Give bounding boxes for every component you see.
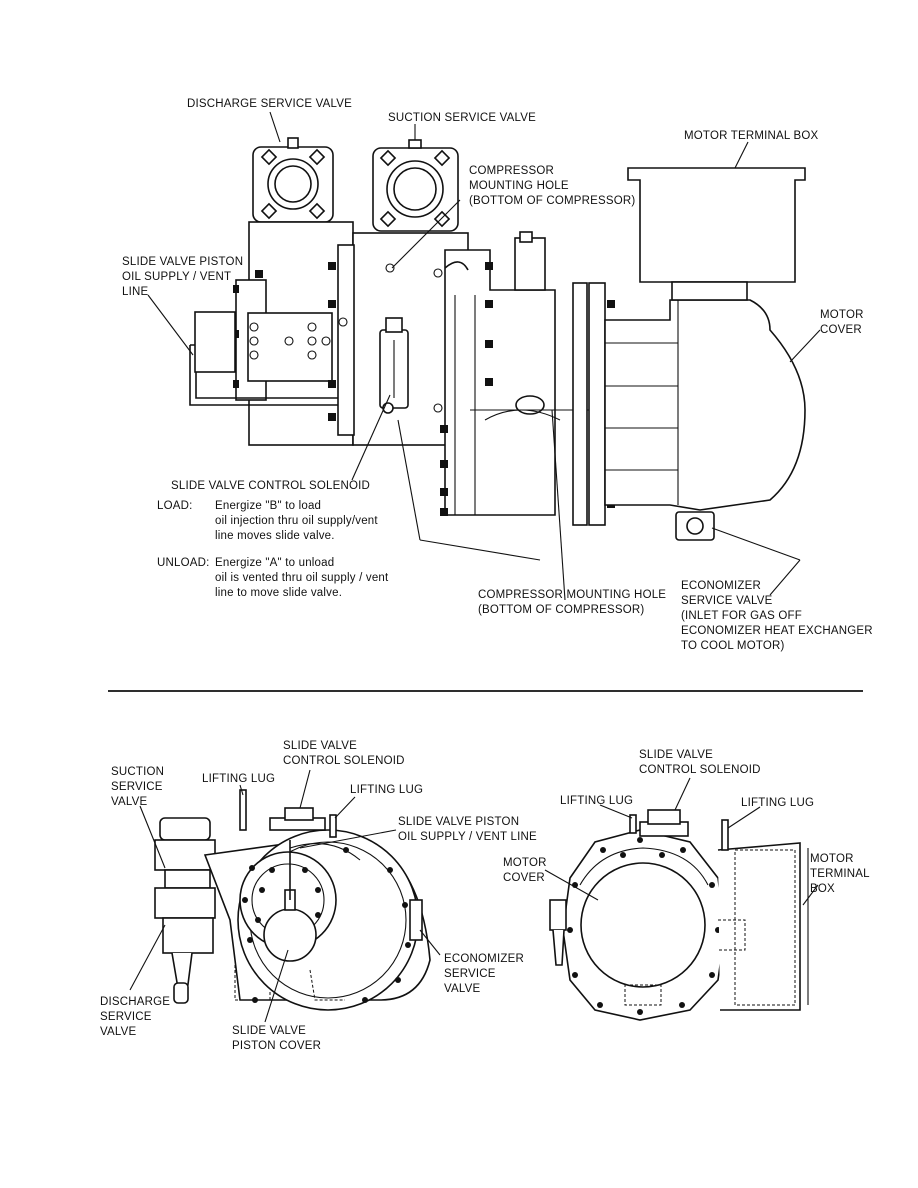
label-slide-valve-piston-l2: OIL SUPPLY / VENT [122, 271, 231, 283]
br-label-terminal-box-l3: BOX [810, 883, 835, 895]
label-slide-valve-piston-l1: SLIDE VALVE PISTON [122, 256, 243, 268]
bl-label-solenoid-l2: CONTROL SOLENOID [283, 755, 405, 767]
label-motor-cover-l1: MOTOR [820, 309, 864, 321]
bl-label-lifting-lug-2: LIFTING LUG [350, 784, 423, 796]
label-unload-text-l2: oil is vented thru oil supply / vent [215, 572, 389, 584]
label-unload-key: UNLOAD: [157, 557, 210, 569]
bl-label-discharge-l2: SERVICE [100, 1011, 152, 1023]
bl-label-piston-line-l2: OIL SUPPLY / VENT LINE [398, 831, 537, 843]
bottom-left-view: SUCTION SERVICE VALVE LIFTING LUG SLIDE … [100, 740, 537, 1052]
discharge-valve-flange [252, 137, 334, 223]
label-unload-text-l3: line to move slide valve. [215, 587, 342, 599]
br-label-solenoid-l1: SLIDE VALVE [639, 749, 713, 761]
label-motor-terminal-box: MOTOR TERMINAL BOX [684, 130, 819, 142]
top-side-view: DISCHARGE SERVICE VALVE SUCTION SERVICE … [122, 98, 873, 652]
br-label-motor-cover-l1: MOTOR [503, 857, 547, 869]
bl-label-discharge-l1: DISCHARGE [100, 996, 170, 1008]
bl-label-suction-l2: SERVICE [111, 781, 163, 793]
label-compressor-mounting-hole-l2: MOUNTING HOLE [469, 180, 569, 192]
economizer-valve-right [549, 899, 567, 931]
label-economizer-l4: ECONOMIZER HEAT EXCHANGER [681, 625, 873, 637]
bl-label-solenoid-l1: SLIDE VALVE [283, 740, 357, 752]
label-compressor-mounting-hole-2-l2: (BOTTOM OF COMPRESSOR) [478, 604, 644, 616]
br-label-terminal-box-l2: TERMINAL [810, 868, 870, 880]
lifting-lug-left [239, 789, 247, 831]
label-compressor-mounting-hole-l3: (BOTTOM OF COMPRESSOR) [469, 195, 635, 207]
bl-label-economizer-l1: ECONOMIZER [444, 953, 524, 965]
suction-valve-flange [372, 139, 459, 232]
slide-valve-control-solenoid-left [284, 807, 314, 821]
label-economizer-l2: SERVICE VALVE [681, 595, 773, 607]
bottom-right-view: SLIDE VALVE CONTROL SOLENOID LIFTING LUG… [503, 749, 870, 1021]
label-slide-valve-control-solenoid: SLIDE VALVE CONTROL SOLENOID [171, 480, 370, 492]
oil-supply-line [189, 345, 383, 406]
bl-label-suction-l3: VALVE [111, 796, 147, 808]
slide-valve-plate [247, 312, 333, 382]
bl-label-piston-cover-l1: SLIDE VALVE [232, 1025, 306, 1037]
lifting-lug-right [329, 814, 337, 838]
lifting-lug-right-1 [629, 814, 637, 834]
bl-label-lifting-lug-1: LIFTING LUG [202, 773, 275, 785]
label-motor-cover-l2: COVER [820, 324, 862, 336]
motor-terminal-box-right [717, 842, 801, 1011]
label-load-text-l3: line moves slide valve. [215, 530, 335, 542]
bl-label-piston-cover-l2: PISTON COVER [232, 1040, 321, 1052]
motor-cover [604, 299, 806, 511]
label-unload-text-l1: Energize "A" to unload [215, 557, 334, 569]
motor-terminal-box [627, 167, 806, 283]
label-economizer-l1: ECONOMIZER [681, 580, 761, 592]
label-load-key: LOAD: [157, 500, 193, 512]
bl-label-suction-l1: SUCTION [111, 766, 164, 778]
label-load-text-l1: Energize "B" to load [215, 500, 321, 512]
bl-label-economizer-l2: SERVICE [444, 968, 496, 980]
label-load-text-l2: oil injection thru oil supply/vent [215, 515, 378, 527]
label-economizer-l3: (INLET FOR GAS OFF [681, 610, 802, 622]
br-label-lifting-lug-2: LIFTING LUG [741, 797, 814, 809]
br-label-solenoid-l2: CONTROL SOLENOID [639, 764, 761, 776]
lifting-lug-right-2 [721, 819, 729, 851]
label-discharge-service-valve: DISCHARGE SERVICE VALVE [187, 98, 352, 110]
bl-label-discharge-l3: VALVE [100, 1026, 136, 1038]
bl-label-piston-line-l1: SLIDE VALVE PISTON [398, 816, 519, 828]
bl-label-economizer-l3: VALVE [444, 983, 480, 995]
label-suction-service-valve: SUCTION SERVICE VALVE [388, 112, 536, 124]
motor-cover-right [580, 862, 706, 988]
label-economizer-l5: TO COOL MOTOR) [681, 640, 785, 652]
label-slide-valve-piston-l3: LINE [122, 286, 148, 298]
br-label-lifting-lug-1: LIFTING LUG [560, 795, 633, 807]
br-label-terminal-box-l1: MOTOR [810, 853, 854, 865]
br-label-motor-cover-l2: COVER [503, 872, 545, 884]
label-compressor-mounting-hole-2-l1: COMPRESSOR MOUNTING HOLE [478, 589, 666, 601]
economizer-valve-left [409, 899, 423, 941]
label-compressor-mounting-hole-l1: COMPRESSOR [469, 165, 554, 177]
